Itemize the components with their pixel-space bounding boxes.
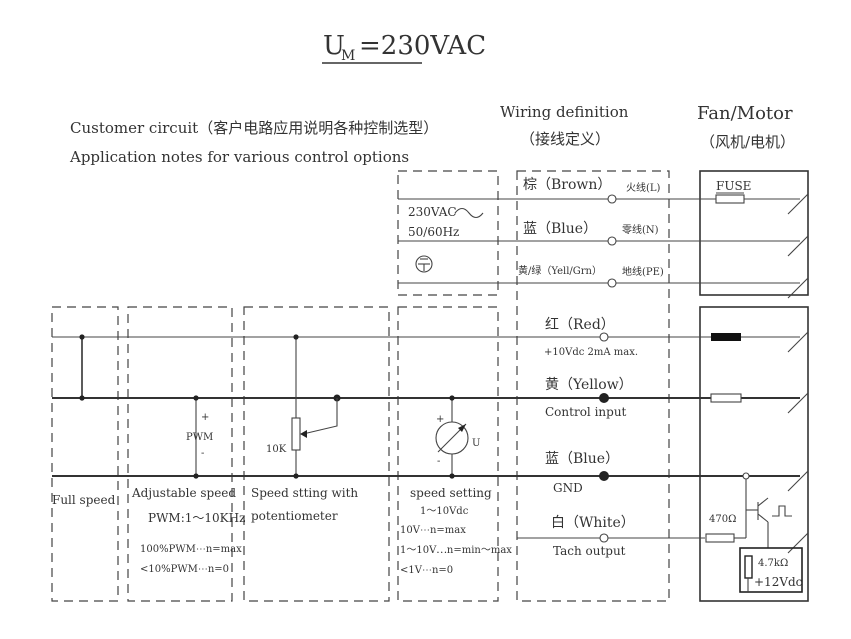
motor-power-box	[699, 170, 809, 296]
tach-transistor	[705, 472, 792, 548]
wire-brown-label: 棕（Brown）	[523, 177, 611, 193]
wire-red-label: 红（Red）	[545, 317, 615, 333]
control-input-resistor	[710, 393, 742, 403]
fan-heading-1: Fan/Motor	[697, 103, 793, 124]
pulse-icon	[772, 505, 792, 517]
option-pwm-max: 100%PWM⋯n=max	[140, 544, 242, 555]
ground-symbol-icon	[415, 255, 433, 273]
option-frame-full	[51, 306, 119, 602]
power-wires	[398, 193, 809, 299]
pullup-box	[739, 547, 803, 593]
fuse-label: FUSE	[716, 179, 751, 193]
potentiometer-icon	[291, 417, 301, 451]
wiring-frame	[516, 170, 670, 602]
option-voltage-zero: <1V⋯n=0	[400, 565, 453, 576]
option-pwm-title: Adjustable speed	[131, 486, 236, 500]
wire-white-label: 白（White）	[551, 515, 635, 531]
dashed-frames	[51, 170, 670, 602]
option-voltage-range2: 1～10V⋯n=min～max	[400, 545, 512, 556]
option-pot-title: Speed stting with	[251, 486, 358, 500]
wire-pe-label: 黄/绿（Yell/Grn）	[518, 264, 602, 277]
wire-blue-gnd-label: 蓝（Blue）	[545, 451, 619, 467]
ac-wave-icon	[454, 207, 484, 219]
title-main: U	[323, 31, 345, 61]
wire-pe-role: 地线(PE)	[622, 265, 664, 278]
pwm-plus: +	[201, 412, 209, 423]
option-frame-voltage	[397, 306, 499, 602]
wire-gnd-label: GND	[553, 481, 583, 495]
supply-frequency: 50/60Hz	[408, 225, 459, 239]
option-pwm-zero: <10%PWM⋯n=0	[140, 564, 229, 575]
customer-heading-2: Application notes for various control op…	[69, 148, 409, 166]
pe-terminal	[607, 278, 617, 288]
brown-terminal	[607, 194, 617, 204]
supply-12v-label: +12Vdc	[754, 575, 803, 589]
option-voltage-max: 10V⋯n=max	[400, 525, 466, 536]
supply-frame	[397, 170, 499, 296]
wire-brown-role: 火线(L)	[626, 181, 661, 194]
tach-resistor-470	[705, 533, 735, 543]
option-frame-pot	[243, 306, 390, 602]
control-wires	[52, 331, 809, 554]
pwm-label: PWM	[186, 432, 213, 443]
full-speed-circuit	[79, 334, 85, 401]
wiring-heading-1: Wiring definition	[500, 103, 629, 121]
wire-blue-n-role: 零线(N)	[622, 223, 659, 236]
option-pwm-range: PWM:1～10KHz	[148, 511, 245, 525]
voltage-u-label: U	[472, 438, 480, 449]
motor-control-box	[699, 306, 809, 602]
title-rest: =230VAC	[359, 31, 486, 61]
pwm-circuit	[193, 395, 199, 479]
red-wire-resistor	[711, 333, 741, 341]
wire-yellow-label: 黄（Yellow）	[545, 376, 633, 393]
title: U M =230VAC	[322, 31, 486, 64]
wire-blue-n-label: 蓝（Blue）	[523, 221, 597, 237]
resistor-47k-label: 4.7kΩ	[758, 558, 788, 569]
fan-heading-2: （风机/电机）	[700, 133, 795, 151]
wire-yellow-note: Control input	[545, 405, 627, 419]
customer-heading-1: Customer circuit（客户电路应用说明各种控制选型）	[70, 119, 438, 137]
blue-n-terminal	[607, 236, 617, 246]
option-full-speed-label: Full speed	[52, 493, 116, 507]
potentiometer-circuit	[291, 334, 341, 479]
wire-white-note: Tach output	[553, 544, 626, 558]
title-subscript: M	[341, 48, 355, 64]
wiring-heading-2: （接线定义）	[520, 130, 610, 148]
fuse-symbol	[715, 194, 745, 204]
option-frame-pwm	[127, 306, 233, 602]
voltage-minus: -	[437, 456, 440, 467]
option-voltage-range: 1～10Vdc	[420, 506, 469, 517]
resistor-470-label: 470Ω	[709, 514, 736, 525]
supply-voltage: 230VAC	[408, 205, 457, 219]
pwm-minus: -	[201, 448, 204, 459]
potentiometer-value: 10K	[266, 444, 287, 455]
option-voltage-title: speed setting	[410, 486, 492, 500]
option-pot-subtitle: potentiometer	[251, 509, 338, 523]
voltage-plus: +	[436, 414, 444, 425]
voltage-source-circuit	[435, 395, 469, 479]
wire-red-note: +10Vdc 2mA max.	[544, 347, 638, 358]
